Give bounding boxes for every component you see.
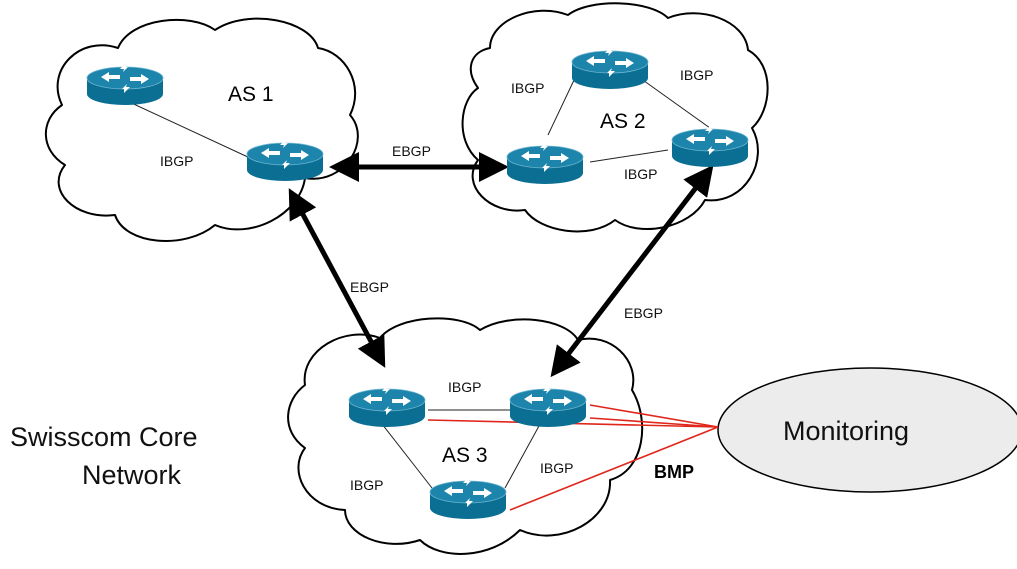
- as1-label: AS 1: [228, 83, 274, 106]
- ebgp-as2-as3-label: EBGP: [624, 305, 663, 321]
- network-name-line2: Network: [82, 460, 182, 490]
- as3-ibgp-left-label: IBGP: [350, 477, 383, 493]
- as3-cloud: [287, 317, 644, 555]
- as1-ibgp-label: IBGP: [160, 153, 193, 169]
- bmp-label: BMP: [654, 462, 694, 482]
- as2-ibgp-right-label: IBGP: [680, 67, 713, 83]
- as2-ibgp-bottom-label: IBGP: [624, 166, 657, 182]
- as1-cloud: [44, 17, 359, 242]
- ebgp-links: [288, 152, 714, 378]
- ebgp-as1-as3-label: EBGP: [350, 279, 389, 295]
- as2-ibgp-left-label: IBGP: [511, 80, 544, 96]
- as3-ibgp-right-label: IBGP: [540, 460, 573, 476]
- as3-ibgp-top-label: IBGP: [448, 379, 481, 395]
- as3-label: AS 3: [442, 444, 488, 467]
- monitoring-label: Monitoring: [783, 416, 909, 446]
- as2-label: AS 2: [600, 110, 646, 133]
- monitoring-node: [717, 367, 1017, 493]
- network-name-line1: Swisscom Core: [10, 422, 198, 452]
- ibgp-links: [124, 77, 711, 489]
- ebgp-as1-as2-label: EBGP: [392, 143, 431, 159]
